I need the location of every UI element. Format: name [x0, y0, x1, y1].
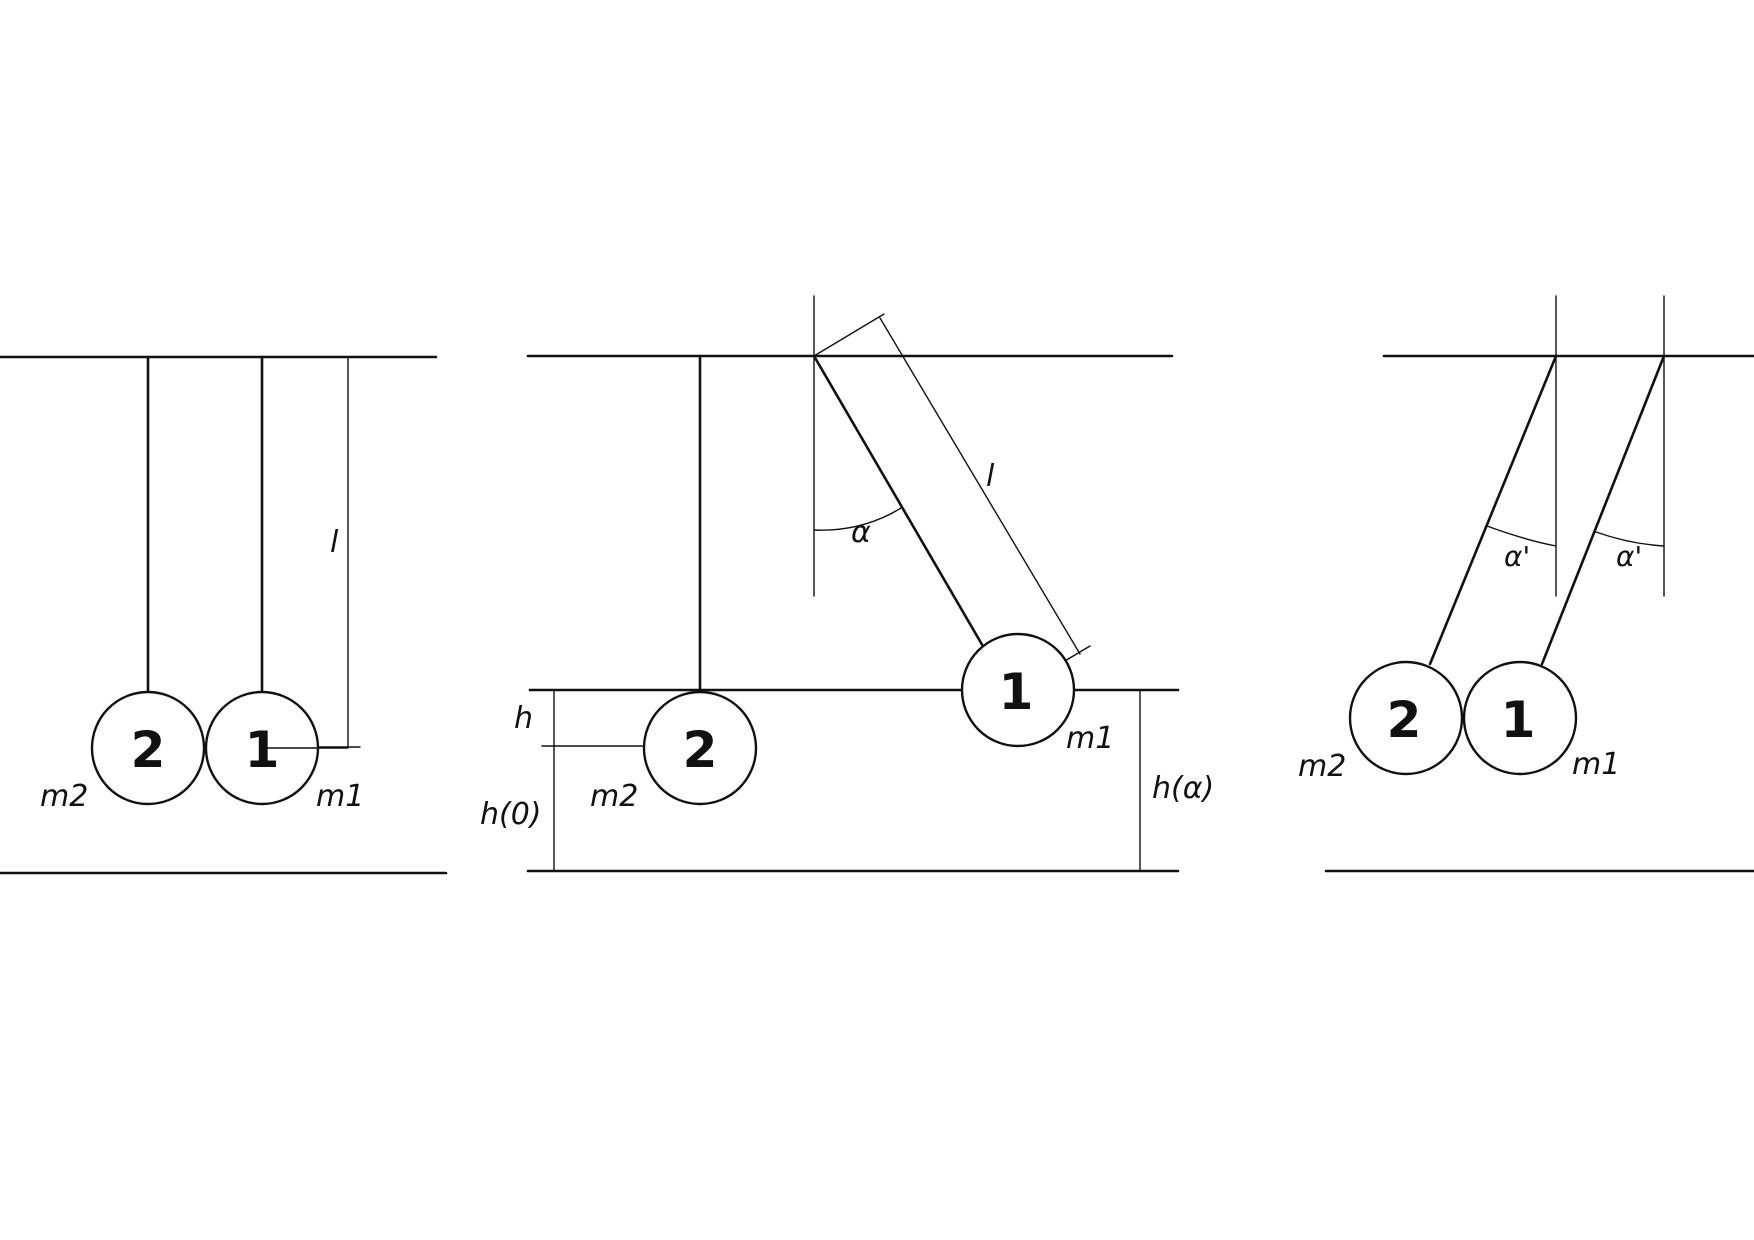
mass-1-label: m1	[316, 779, 364, 814]
angle-arc	[813, 507, 902, 531]
height-alpha-label: h(α)	[1152, 771, 1214, 806]
ball-1	[1462, 660, 1578, 776]
angle-1-label: α'	[1616, 540, 1642, 573]
length-label: l	[986, 459, 995, 494]
panel-lifted: 2 1 m2 m1 l α h h(0) h(α)	[480, 295, 1214, 873]
mass-1-label: m1	[1066, 721, 1114, 756]
string-1	[812, 354, 986, 650]
length-dimension-line	[879, 317, 1081, 655]
panel-after: 2 1 m2 m1 α' α'	[1298, 295, 1754, 873]
mass-2-label: m2	[1298, 749, 1346, 784]
ball-2	[90, 690, 206, 806]
angle-arc-1	[1595, 531, 1665, 547]
ball-2-number: 2	[131, 721, 166, 779]
ball-2-number: 2	[683, 721, 718, 779]
ball-2-number: 2	[1387, 691, 1422, 749]
ball-1	[960, 632, 1076, 748]
length-label: l	[330, 525, 339, 560]
mass-1-label: m1	[1572, 747, 1620, 782]
angle-label: α	[851, 515, 871, 550]
length-tick-top	[813, 313, 885, 357]
string-2	[1428, 354, 1558, 666]
angle-2-label: α'	[1504, 540, 1530, 573]
ball-2	[1348, 660, 1464, 776]
string-1	[1540, 354, 1666, 666]
ball-1-number: 1	[245, 721, 280, 779]
height-zero-label: h(0)	[480, 797, 542, 832]
ball-1-number: 1	[999, 663, 1034, 721]
panel-rest: 2 1 m2 m1 l	[0, 355, 448, 875]
angle-arc-2	[1486, 525, 1557, 547]
height-diff-label: h	[514, 701, 533, 736]
ball-1-number: 1	[1501, 691, 1536, 749]
ball-2	[642, 690, 758, 806]
mass-2-label: m2	[40, 779, 88, 814]
mass-2-label: m2	[590, 779, 638, 814]
